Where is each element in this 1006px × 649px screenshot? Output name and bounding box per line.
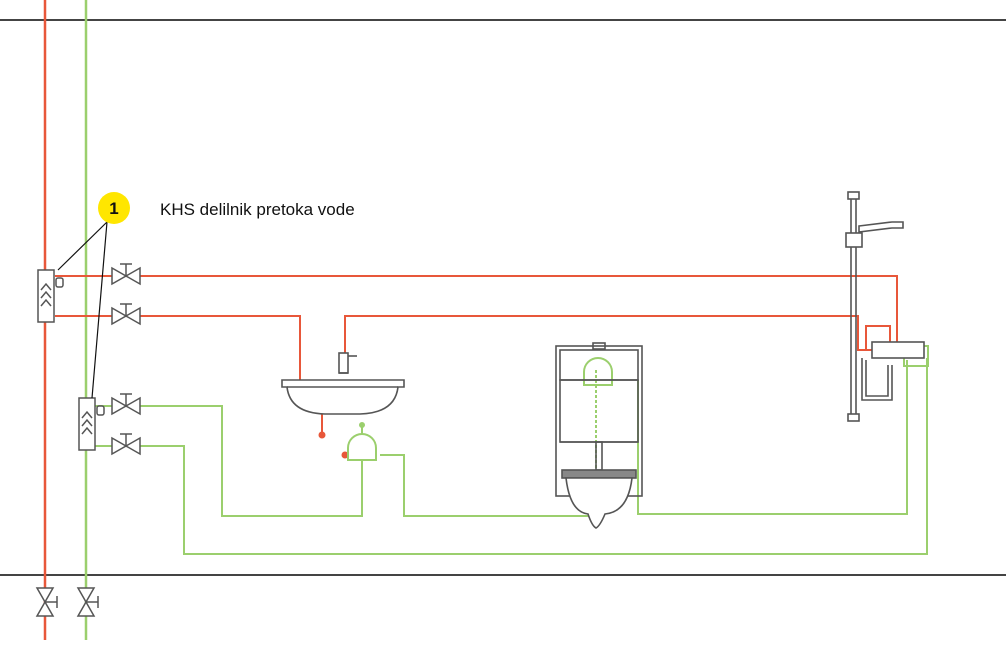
washbasin: [281, 352, 405, 415]
leader-line-cold: [91, 221, 108, 399]
callout-label: KHS delilnik pretoka vode: [160, 200, 355, 219]
leader-line-hot: [57, 221, 108, 271]
callout-circle: [98, 192, 130, 224]
flow-distributor-cold: [78, 397, 105, 451]
hot-water-piping: [55, 275, 898, 459]
riser-shutoff-valves: [35, 587, 99, 617]
wall-hung-toilet: [555, 342, 643, 529]
isolation-valves: [111, 263, 141, 456]
callout: 1: [57, 192, 130, 399]
shower: [845, 191, 925, 422]
flow-distributor-hot: [37, 269, 64, 323]
callout-number: 1: [109, 199, 118, 218]
cold-water-piping: [95, 345, 929, 555]
